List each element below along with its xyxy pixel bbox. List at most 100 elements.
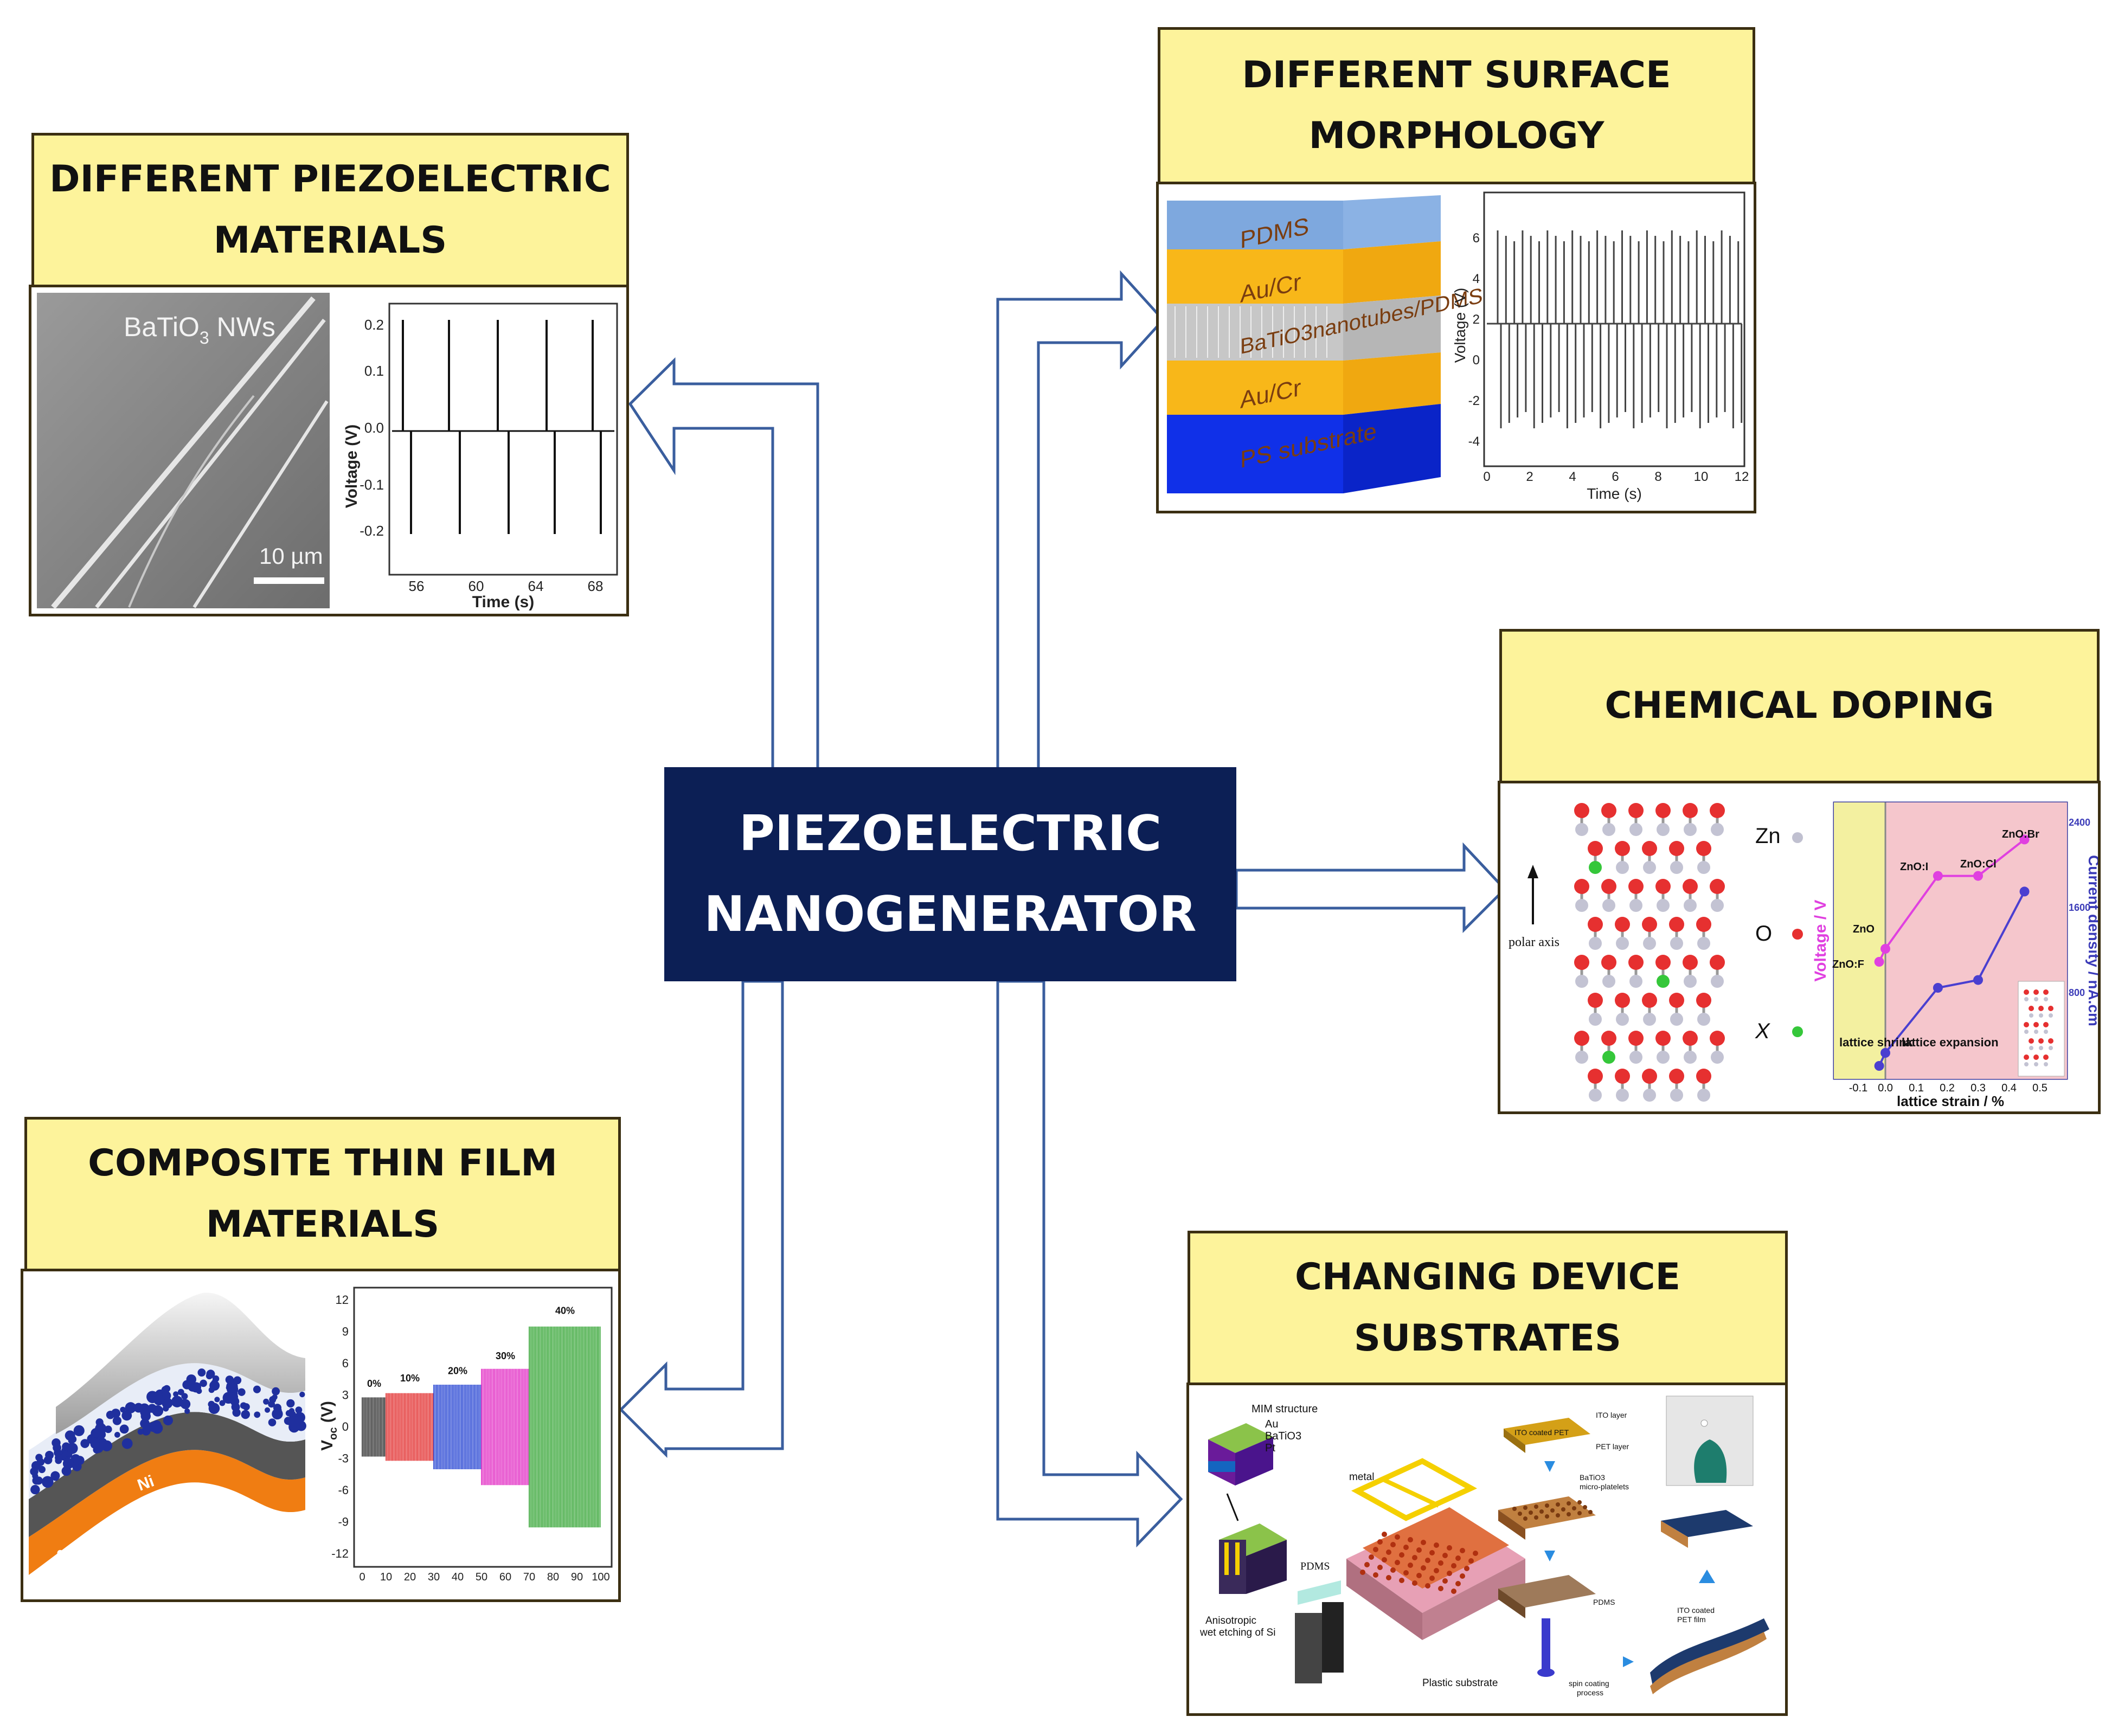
- nanoparticle: [114, 1432, 120, 1438]
- oxygen-atom: [1628, 803, 1644, 818]
- current-point: [2019, 886, 2030, 897]
- platelet-layer: [1498, 1496, 1596, 1540]
- morphology-ytick: -4: [1468, 434, 1480, 449]
- nanoparticle: [287, 1416, 299, 1428]
- nanoparticle: [286, 1399, 295, 1408]
- nanoparticle: [233, 1376, 242, 1385]
- oxygen-atom: [1588, 917, 1603, 932]
- legend-o: O: [1755, 922, 1772, 946]
- nanoparticle: [38, 1465, 46, 1474]
- nanoparticle: [208, 1403, 220, 1414]
- zinc-atom: [1575, 823, 1588, 836]
- nanoparticle: [163, 1398, 172, 1408]
- oxygen-atom: [1669, 841, 1684, 856]
- oxygen-atom: [1588, 1069, 1603, 1084]
- substrates-title: CHANGING DEVICE SUBSTRATES: [1188, 1231, 1788, 1385]
- arrow-to-materials: [628, 357, 819, 771]
- materials-title: DIFFERENT PIEZOELECTRIC MATERIALS: [31, 133, 629, 287]
- oxygen-atom: [1642, 841, 1657, 856]
- composite-title-line2: MATERIALS: [206, 1203, 440, 1246]
- doping-ylabel-left: Voltage / V: [1812, 899, 1830, 981]
- legend-x: X: [1755, 1019, 1770, 1043]
- oxygen-atom: [1696, 841, 1711, 856]
- pdms-peel: [1295, 1580, 1344, 1683]
- doping-xtick: 0.3: [1971, 1082, 1986, 1094]
- materials-xlabel: Time (s): [472, 593, 534, 611]
- zinc-atom: [1629, 1051, 1642, 1064]
- zinc-atom: [1575, 1051, 1588, 1064]
- final-flexible-device: [1650, 1510, 1769, 1694]
- morphology-xtick: 4: [1569, 470, 1576, 484]
- oxygen-atom: [1696, 917, 1711, 932]
- dopant-atom: [1657, 975, 1670, 988]
- nanoparticle: [112, 1416, 122, 1425]
- morphology-ytick: 4: [1473, 272, 1480, 286]
- nanoparticle: [272, 1387, 280, 1396]
- nanoparticle: [254, 1411, 261, 1418]
- layer-stack: [1167, 195, 1441, 493]
- nanoparticle: [35, 1454, 43, 1462]
- nanoparticle: [153, 1394, 164, 1406]
- doping-ytick-right: 800: [2069, 987, 2085, 998]
- morphology-ytick: 6: [1473, 231, 1480, 246]
- pet-layer-label: PET layer: [1596, 1442, 1629, 1451]
- materials-figure: BaTiO3 NWs 10 µm Voltage (V) Time (s) 0.…: [37, 293, 618, 611]
- doping-xtick: 0.4: [2001, 1082, 2017, 1094]
- nanoparticle: [119, 1424, 129, 1434]
- dopant-atom: [1602, 1051, 1615, 1064]
- morphology-ytick: -2: [1468, 394, 1480, 408]
- nanoparticle: [240, 1402, 247, 1409]
- composite-ytick: 6: [342, 1356, 349, 1370]
- glove-hand: [1694, 1439, 1727, 1483]
- morphology-xtick: 0: [1483, 470, 1490, 484]
- composite-layer-stack: [29, 1293, 306, 1575]
- nanoparticle: [75, 1456, 85, 1465]
- center-box: PIEZOELECTRIC NANOGENERATOR: [664, 767, 1236, 981]
- dopant-atom: [1589, 861, 1602, 874]
- oxygen-atom: [1601, 803, 1616, 818]
- zinc-atom: [1657, 1051, 1670, 1064]
- nanoparticle: [200, 1379, 207, 1387]
- nanoparticle: [171, 1396, 183, 1407]
- zinc-atom: [1602, 975, 1615, 988]
- morphology-xlabel: Time (s): [1587, 485, 1642, 502]
- nanoparticle: [241, 1410, 250, 1419]
- legend-zn: Zn: [1755, 824, 1781, 848]
- zinc-atom: [1629, 823, 1642, 836]
- nanoparticle: [152, 1405, 164, 1417]
- oxygen-atom: [1669, 1069, 1684, 1084]
- nanoparticle: [62, 1442, 70, 1451]
- nanoparticle: [41, 1476, 54, 1488]
- oxygen-atom: [1628, 879, 1644, 894]
- doping-xlabel: lattice strain / %: [1897, 1093, 2004, 1109]
- doping-chart: ZnO:F ZnO ZnO:I ZnO:Cl ZnO:Br lattice sh…: [1812, 801, 2098, 1109]
- nanoparticle: [219, 1400, 226, 1406]
- percent-label: 0%: [367, 1378, 381, 1389]
- oxygen-atom: [1683, 803, 1698, 818]
- arrow-to-composite: [619, 980, 784, 1458]
- materials-title-line1: DIFFERENT PIEZOELECTRIC: [49, 158, 611, 201]
- nanoparticle: [196, 1388, 202, 1394]
- current-point: [1933, 983, 1943, 993]
- zinc-atom: [1589, 1013, 1602, 1026]
- zinc-atom: [1629, 899, 1642, 912]
- morphology-xtick: 6: [1612, 470, 1619, 484]
- substrates-title-line2: SUBSTRATES: [1354, 1316, 1621, 1360]
- doping-xtick: 0.0: [1878, 1082, 1893, 1094]
- voltage-point: [1874, 957, 1884, 967]
- zinc-atom: [1575, 975, 1588, 988]
- composite-xtick: 70: [523, 1571, 535, 1583]
- zinc-atom: [1616, 1089, 1629, 1102]
- oxygen-atom: [1601, 955, 1616, 970]
- composite-xtick: 60: [499, 1571, 511, 1583]
- point-label-znocl: ZnO:Cl: [1960, 858, 1997, 870]
- nanoparticle: [30, 1484, 40, 1495]
- nanoparticle: [90, 1439, 100, 1449]
- percent-label: 40%: [555, 1305, 575, 1316]
- composite-layer-substrate: Substrate: [52, 1546, 127, 1593]
- doping-title: CHEMICAL DOPING: [1499, 629, 2100, 783]
- up-arrow-icon: [1699, 1570, 1715, 1583]
- zinc-atom: [1684, 899, 1697, 912]
- zinc-atom: [1575, 899, 1588, 912]
